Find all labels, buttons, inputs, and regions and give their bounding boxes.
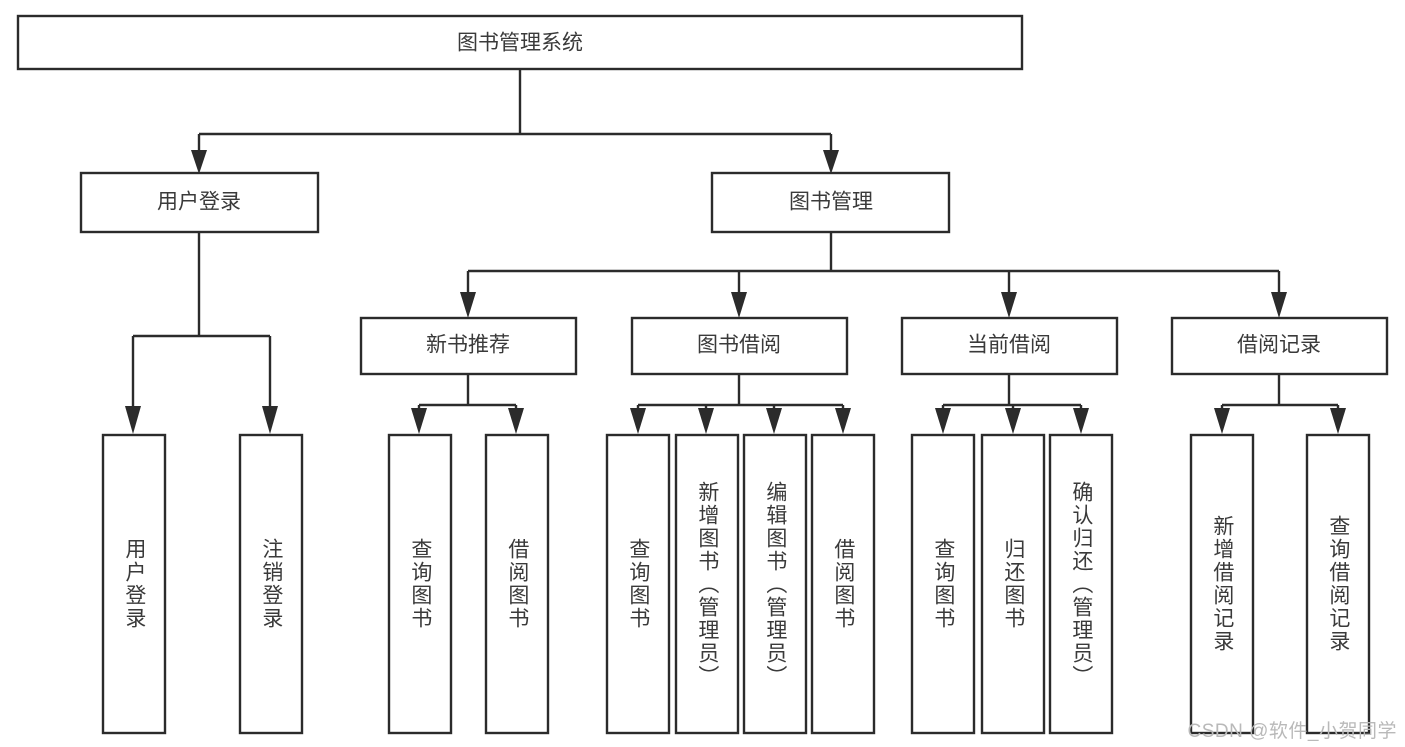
arrowhead-leaf-query-book-2: [630, 408, 646, 434]
node-new-book-recommend-label: 新书推荐: [426, 334, 510, 357]
node-leaf-borrow-book-2-box[interactable]: [810, 433, 876, 735]
node-leaf-query-book-2-box[interactable]: [605, 433, 671, 735]
node-leaf-add-record-box[interactable]: [1189, 433, 1255, 735]
node-root-box[interactable]: [16, 14, 1024, 71]
arrowhead-new-book-recommend: [460, 292, 476, 318]
node-current-borrow-label: 当前借阅: [967, 334, 1051, 357]
arrowhead-book-manage: [823, 150, 839, 174]
node-book-manage-box[interactable]: [710, 171, 951, 234]
node-book-manage[interactable]: 图书管理: [710, 171, 951, 234]
arrowhead-leaf-borrow-book-2: [835, 408, 851, 434]
node-leaf-user-login-box[interactable]: [101, 433, 167, 735]
node-borrow-record-box[interactable]: [1170, 316, 1389, 376]
arrowhead-leaf-add-record: [1214, 408, 1230, 434]
arrowhead-leaf-query-record: [1330, 408, 1346, 434]
node-current-borrow[interactable]: 当前借阅: [900, 316, 1119, 376]
node-leaf-add-book-box[interactable]: [674, 433, 740, 735]
arrowhead-leaf-borrow-book-1: [508, 408, 524, 434]
node-book-borrow-box[interactable]: [630, 316, 849, 376]
node-leaf-query-book-1-box[interactable]: [387, 433, 453, 735]
arrowhead-leaf-query-book-1: [411, 408, 427, 434]
node-leaf-user-logout-box[interactable]: [238, 433, 304, 735]
arrowhead-leaf-user-login: [125, 406, 141, 434]
node-borrow-record[interactable]: 借阅记录: [1170, 316, 1389, 376]
arrowhead-borrow-record: [1271, 292, 1287, 318]
node-book-borrow-label: 图书借阅: [697, 334, 781, 357]
arrowhead-book-borrow: [731, 292, 747, 318]
node-root[interactable]: 图书管理系统: [16, 14, 1024, 71]
arrowhead-leaf-query-book-3: [935, 408, 951, 434]
node-leaf-return-book-box[interactable]: [980, 433, 1046, 735]
node-user-login[interactable]: 用户登录: [79, 171, 320, 234]
node-leaf-query-book-3-box[interactable]: [910, 433, 976, 735]
node-borrow-record-label: 借阅记录: [1237, 334, 1321, 357]
arrowhead-leaf-edit-book: [766, 408, 782, 434]
node-leaf-query-record-box[interactable]: [1305, 433, 1371, 735]
node-new-book-recommend[interactable]: 新书推荐: [359, 316, 578, 376]
arrowhead-leaf-return-book: [1005, 408, 1021, 434]
node-user-login-box[interactable]: [79, 171, 320, 234]
node-book-manage-label: 图书管理: [789, 191, 873, 214]
arrowhead-leaf-confirm-return: [1073, 408, 1089, 434]
csdn-watermark: CSDN @软件_小贺同学: [1187, 721, 1397, 742]
arrowhead-leaf-add-book: [698, 408, 714, 434]
node-leaf-edit-book-box[interactable]: [742, 433, 808, 735]
arrowhead-user-login: [191, 150, 207, 174]
node-user-login-label: 用户登录: [157, 191, 241, 214]
node-current-borrow-box[interactable]: [900, 316, 1119, 376]
node-book-borrow[interactable]: 图书借阅: [630, 316, 849, 376]
arrowhead-current-borrow: [1001, 292, 1017, 318]
connector-group: [125, 69, 1346, 434]
arrowhead-leaf-user-logout: [262, 406, 278, 434]
node-leaf-confirm-return-box[interactable]: [1048, 433, 1114, 735]
node-root-label: 图书管理系统: [457, 32, 583, 55]
node-new-book-recommend-box[interactable]: [359, 316, 578, 376]
node-leaf-borrow-book-1-box[interactable]: [484, 433, 550, 735]
